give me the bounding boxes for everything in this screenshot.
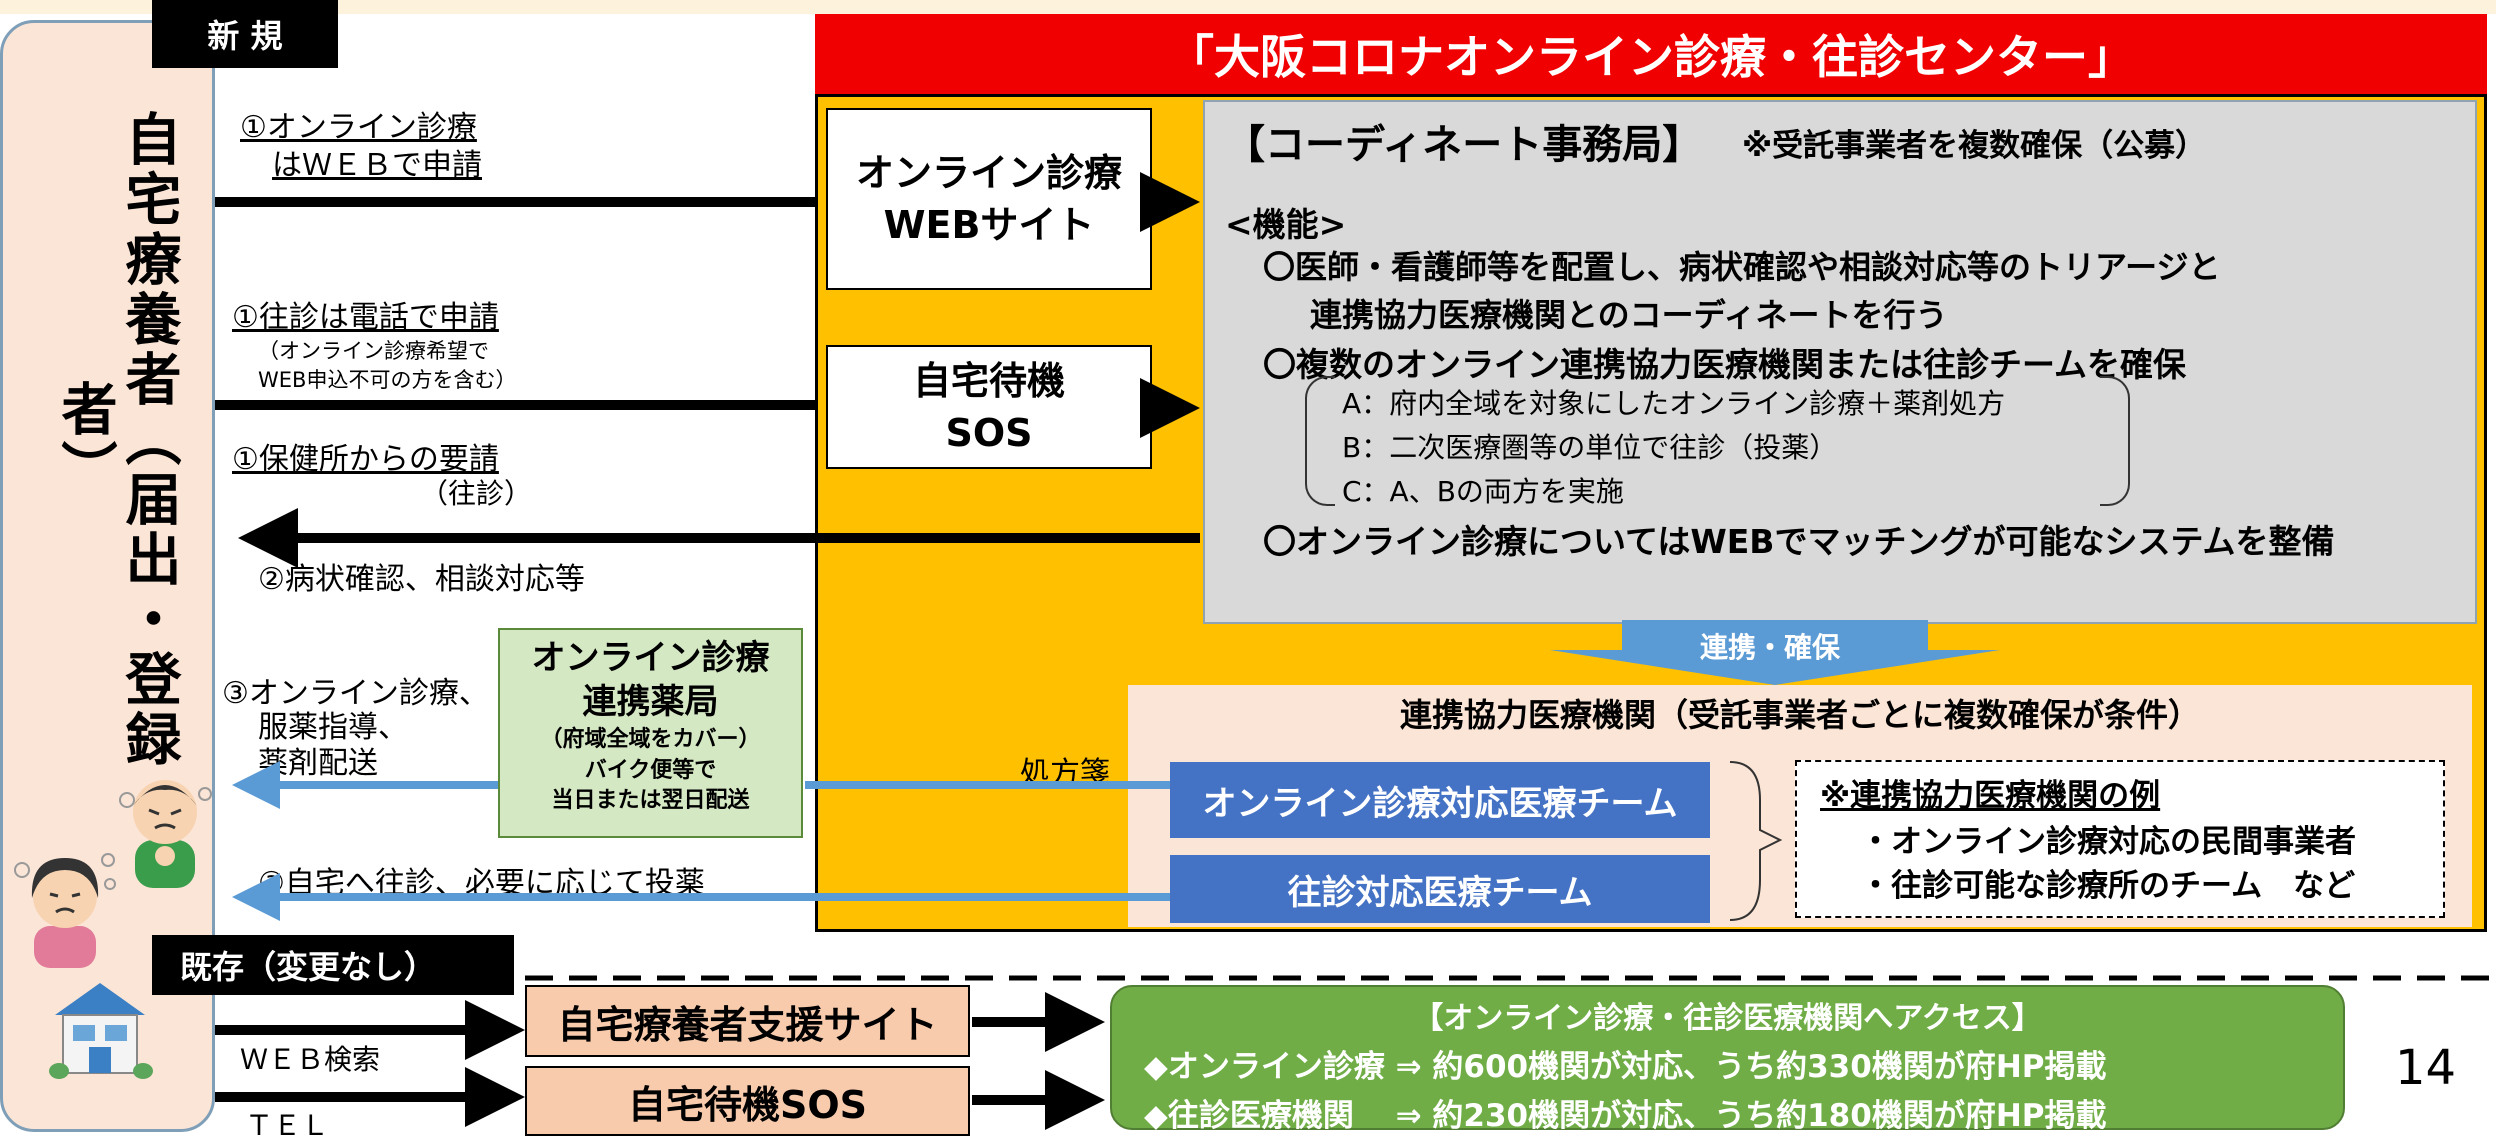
example-2: ・往診可能な診療所のチーム など: [1860, 868, 2356, 904]
coordinator-title: 【コーディネート事務局】: [1225, 122, 1703, 168]
existing-sos-box: 自宅待機SOS: [525, 1066, 970, 1136]
pharmacy-line1: オンライン診療: [531, 638, 770, 678]
link-arrow-shape: [1550, 620, 2000, 685]
web-site-line2: WEBサイト: [883, 203, 1095, 247]
team-brace: [1729, 761, 1783, 921]
examples-title: ※連携協力医療機関の例: [1820, 778, 2161, 814]
examples-box: [1795, 760, 2445, 918]
flow-1c: ①保健所からの要請: [232, 442, 499, 477]
function-item3: 〇オンライン診療についてはWEBでマッチングが可能なシステムを整備: [1263, 522, 2335, 561]
visit-team-box: 往診対応医療チーム: [1170, 855, 1710, 923]
sub-item-c: C：A、Bの両方を実施: [1342, 475, 1624, 508]
example-1: ・オンライン診療対応の民間事業者: [1860, 824, 2356, 860]
pharmacy-line5: 当日または翌日配送: [551, 788, 750, 813]
house-icon: [49, 983, 153, 1079]
coordinator-title-note: ※受託事業者を複数確保（公募）: [1742, 128, 2207, 164]
function-item2: 〇複数のオンライン連携協力医療機関または往診チームを確保: [1263, 345, 2187, 384]
link-arrow-label: 連携・確保: [1700, 631, 1841, 664]
page-number: 14: [2395, 1040, 2457, 1096]
flow-1a-line2: はＷＥＢで申請: [272, 148, 482, 183]
flow-1c-note: （往診）: [420, 477, 533, 510]
access-title: 【オンライン診療・往診医療機関へアクセス】: [1413, 1001, 2042, 1036]
support-site-box: 自宅療養者支援サイト: [525, 985, 970, 1057]
online-team-box: オンライン診療対応医療チーム: [1170, 762, 1710, 838]
top-strip: [0, 0, 2496, 14]
person-sick-icon: [119, 780, 212, 888]
flow-1a-line1: ①オンライン診療: [240, 110, 477, 145]
sub-item-a: A：府内全域を対象にしたオンライン診療＋薬剤処方: [1342, 387, 2006, 420]
pharmacy-line4: バイク便等で: [584, 758, 717, 783]
sos-line2: SOS: [945, 411, 1033, 455]
access-line1: ◆オンライン診療 ⇒ 約600機関が対応、うち約330機関が府HP掲載: [1144, 1049, 2107, 1085]
home-patient-title: 自宅療養者（届出・登録者）: [52, 110, 181, 770]
new-label: 新 規: [152, 0, 338, 68]
flow-3a-line1: ③オンライン診療、: [222, 676, 489, 711]
sub-item-b: B：二次医療圏等の単位で往診（投薬）: [1342, 431, 1838, 464]
flow-1b-note1: （オンライン診療希望で: [258, 339, 489, 363]
access-line2: ◆往診医療機関 ⇒ 約230機関が対応、うち約180機関が府HP掲載: [1144, 1098, 2107, 1134]
online-web-site-box: オンライン診療 WEBサイト: [826, 108, 1152, 290]
pharmacy-line2: 連携薬局: [582, 682, 719, 722]
flow-3a-line2: 服薬指導、: [258, 710, 408, 745]
person-worried-icon: [14, 853, 116, 968]
function-item1-line2: 連携協力医療機関とのコーディネートを行う: [1310, 296, 1948, 334]
sub-items-bracket-left: [1305, 376, 1335, 506]
flow-1b-note2: WEB申込不可の方を含む）: [258, 368, 517, 392]
access-box: 【オンライン診療・往診医療機関へアクセス】 ◆オンライン診療 ⇒ 約600機関が…: [1110, 985, 2345, 1134]
functions-label: <機能>: [1225, 205, 1347, 244]
pharmacy-box: オンライン診療 連携薬局 （府域全域をカバー） バイク便等で 当日または翌日配送: [498, 628, 803, 838]
partner-title: 連携協力医療機関（受託事業者ごとに複数確保が条件）: [1399, 696, 2200, 734]
function-item1-line1: 〇医師・看護師等を配置し、病状確認や相談対応等のトリアージと: [1263, 248, 2221, 286]
pharmacy-line3: （府域全域をカバー）: [540, 727, 761, 752]
sos-line1: 自宅待機: [912, 359, 1065, 403]
existing-label: 既存（変更なし）: [152, 935, 514, 995]
center-banner: 「大阪コロナオンライン診療・往診センター」: [815, 14, 2487, 94]
flow-2: ②病状確認、相談対応等: [258, 562, 585, 597]
flow-1b: ①往診は電話で申請: [232, 300, 499, 335]
home-sos-box: 自宅待機 SOS: [826, 345, 1152, 469]
web-site-line1: オンライン診療: [855, 151, 1122, 195]
web-search-label: ＷＥＢ検索: [240, 1043, 381, 1076]
tel-label: ＴＥＬ: [245, 1109, 330, 1142]
